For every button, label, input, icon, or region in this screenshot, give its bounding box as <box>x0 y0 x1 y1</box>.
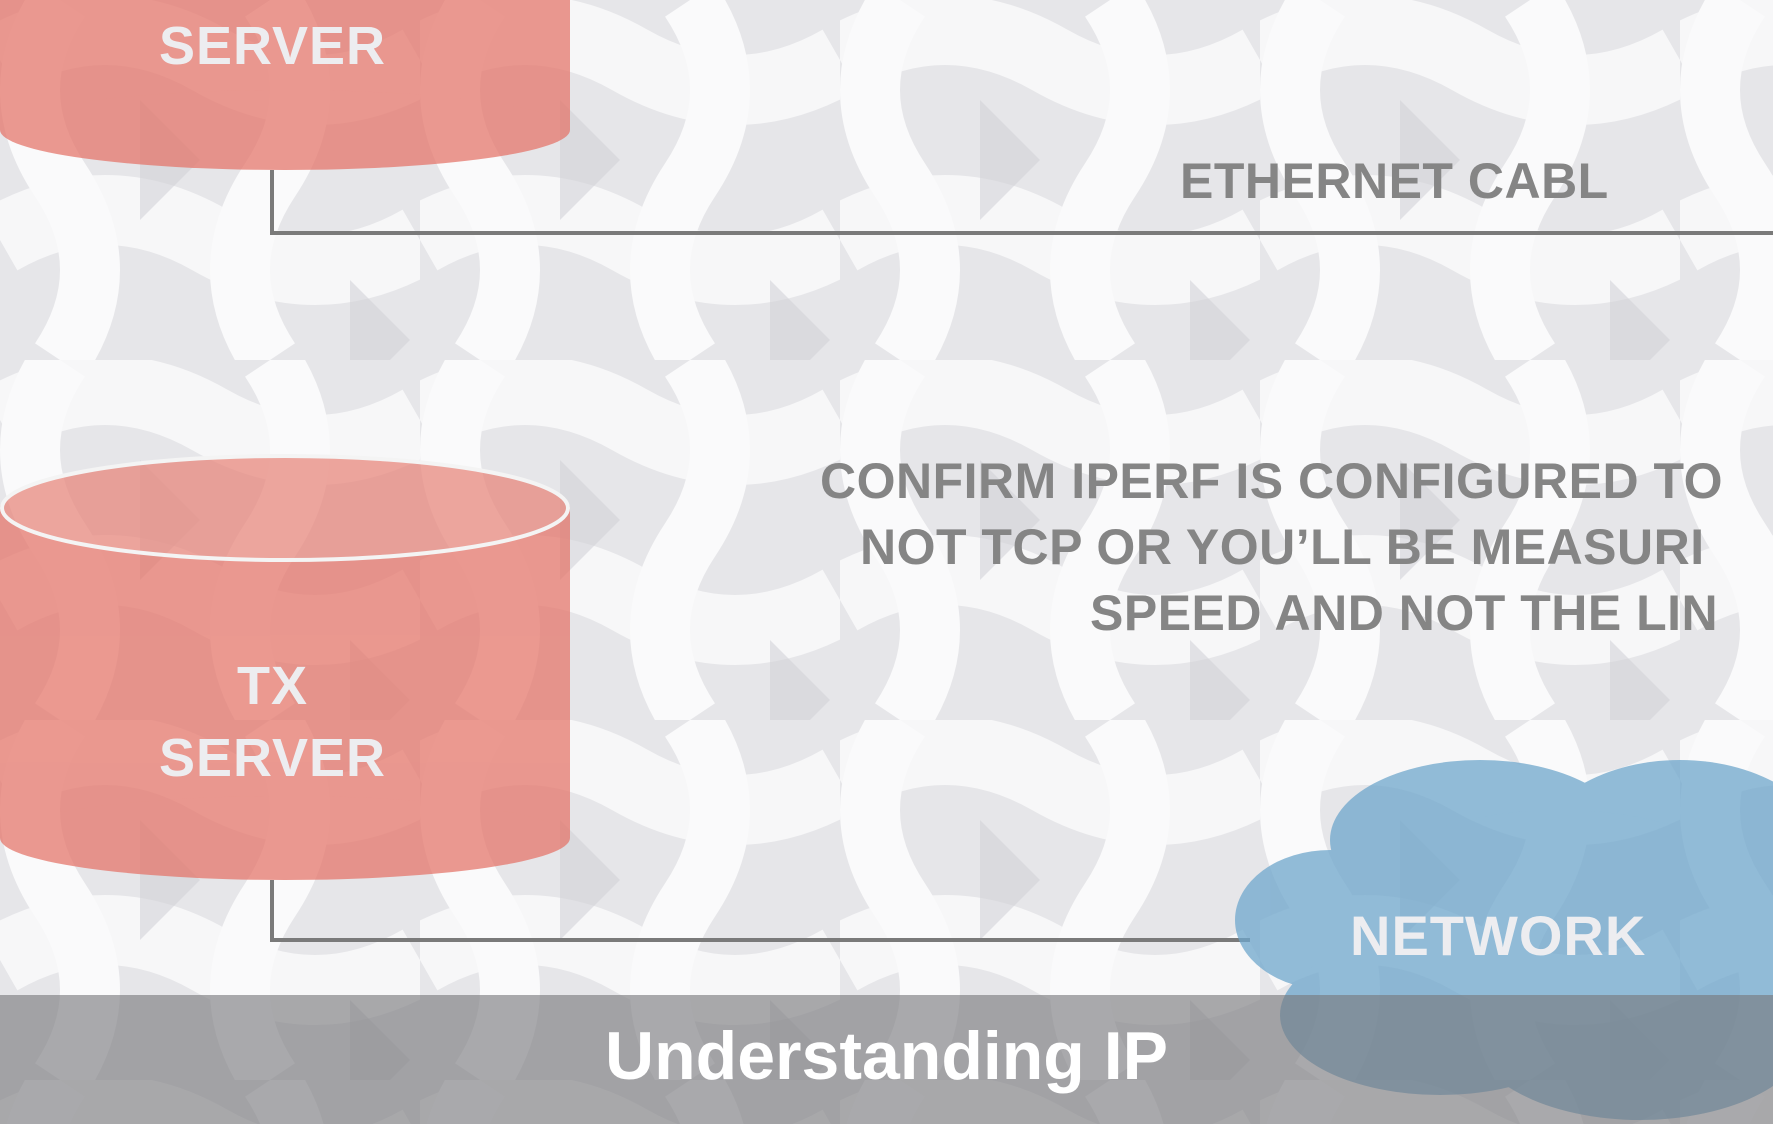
ethernet-cable-label: ETHERNET CABL <box>1180 153 1609 209</box>
network-label: NETWORK <box>1350 904 1647 967</box>
tx-server-top-rim <box>0 454 570 562</box>
top-server-label: SERVER <box>158 16 387 76</box>
iperf-note-line: CONFIRM IPERF IS CONFIGURED TO <box>820 453 1723 509</box>
tx-server-cylinder <box>0 456 570 880</box>
iperf-note-line: NOT TCP OR YOU’LL BE MEASURI <box>860 519 1705 575</box>
ethernet-cable-line <box>270 170 1773 235</box>
iperf-note: CONFIRM IPERF IS CONFIGURED TO NOT TCP OR… <box>780 448 1773 646</box>
network-cable-line <box>270 880 1250 942</box>
tx-server-label: TX SERVER <box>158 656 387 788</box>
page-title: Understanding IP <box>605 1018 1168 1094</box>
network-cloud <box>1235 760 1773 1120</box>
top-server-cylinder <box>0 0 570 170</box>
title-bar <box>0 995 1773 1124</box>
iperf-note-line: SPEED AND NOT THE LIN <box>1090 585 1719 641</box>
